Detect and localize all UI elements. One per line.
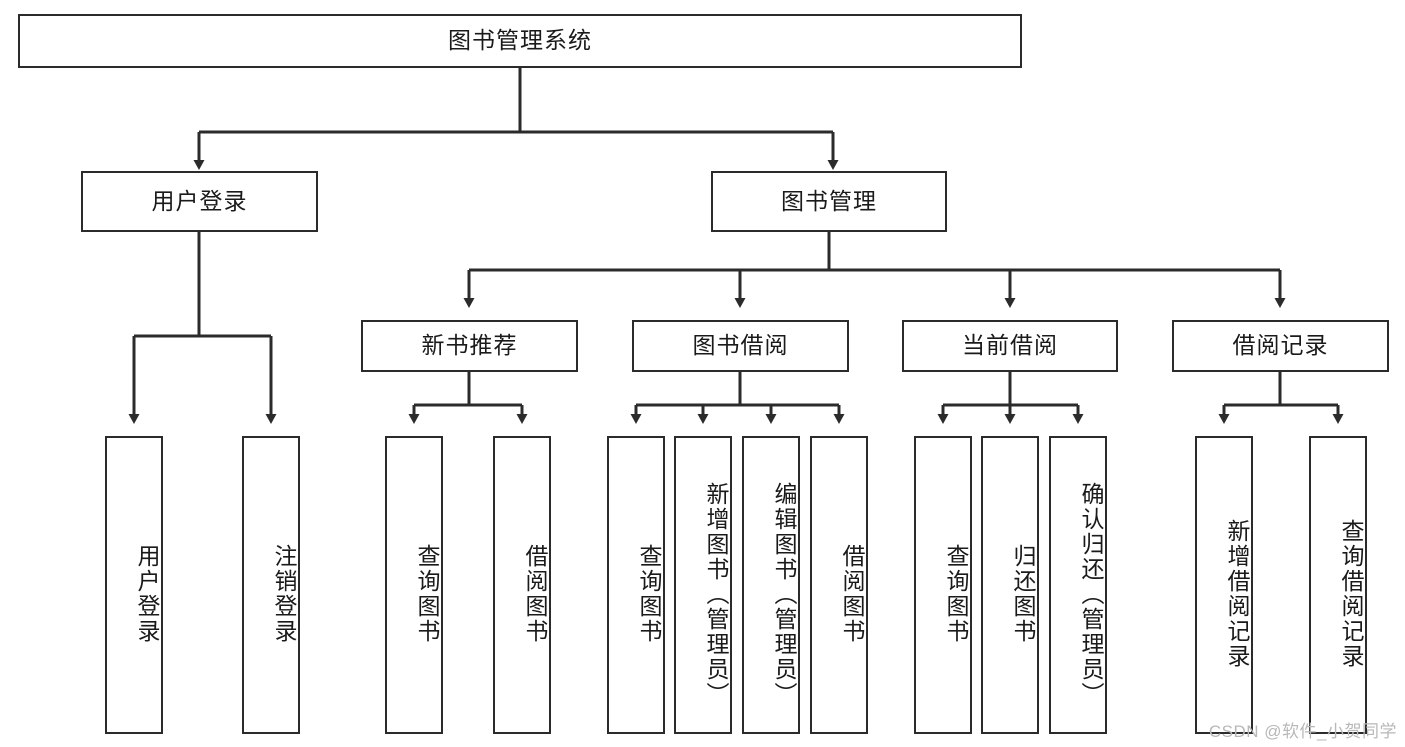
leaf-book-borrow-add[interactable]: 新增图书（管理员） [674, 436, 732, 734]
node-label: 用户登录 [151, 187, 248, 214]
node-label: 确认归还（管理员） [1078, 481, 1104, 707]
node-borrow-record[interactable]: 借阅记录 [1172, 320, 1389, 372]
leaf-user-login-logout[interactable]: 注销登录 [242, 436, 300, 734]
node-label: 图书管理系统 [448, 27, 592, 54]
node-label: 注销登录 [271, 544, 297, 644]
node-label: 查询图书 [943, 544, 969, 644]
node-label: 新增借阅记录 [1224, 519, 1250, 669]
leaf-user-login-login[interactable]: 用户登录 [105, 436, 163, 734]
leaf-new-book-borrow[interactable]: 借阅图书 [493, 436, 551, 734]
csdn-watermark: CSDN @软件_小贺同学 [1208, 722, 1397, 741]
node-book-borrow[interactable]: 图书借阅 [632, 320, 849, 372]
leaf-borrow-record-add[interactable]: 新增借阅记录 [1195, 436, 1253, 734]
node-label: 图书管理 [781, 187, 877, 214]
node-label: 查询图书 [636, 544, 662, 644]
node-new-book-recommend[interactable]: 新书推荐 [361, 320, 578, 372]
node-label: 新增图书（管理员） [703, 481, 729, 707]
node-label: 归还图书 [1010, 544, 1036, 644]
node-label: 图书借阅 [692, 332, 789, 359]
leaf-borrow-record-query[interactable]: 查询借阅记录 [1309, 436, 1367, 734]
node-label: 编辑图书（管理员） [771, 481, 797, 707]
node-label: 查询图书 [414, 544, 440, 644]
node-label: 查询借阅记录 [1338, 519, 1364, 669]
leaf-current-borrow-query[interactable]: 查询图书 [914, 436, 972, 734]
node-label: 新书推荐 [421, 332, 518, 359]
leaf-book-borrow-query[interactable]: 查询图书 [607, 436, 665, 734]
leaf-book-borrow-edit[interactable]: 编辑图书（管理员） [742, 436, 800, 734]
node-current-borrow[interactable]: 当前借阅 [902, 320, 1118, 372]
node-label: 借阅记录 [1232, 332, 1329, 359]
node-label: 借阅图书 [522, 544, 548, 644]
node-label: 借阅图书 [839, 544, 865, 644]
node-label: 当前借阅 [962, 332, 1058, 359]
node-user-login[interactable]: 用户登录 [81, 171, 318, 232]
leaf-current-borrow-confirm-return[interactable]: 确认归还（管理员） [1049, 436, 1107, 734]
leaf-new-book-query[interactable]: 查询图书 [385, 436, 443, 734]
leaf-book-borrow-borrow[interactable]: 借阅图书 [810, 436, 868, 734]
node-root-system[interactable]: 图书管理系统 [18, 14, 1022, 68]
node-book-management[interactable]: 图书管理 [711, 171, 947, 232]
leaf-current-borrow-return[interactable]: 归还图书 [981, 436, 1039, 734]
node-label: 用户登录 [134, 544, 160, 644]
